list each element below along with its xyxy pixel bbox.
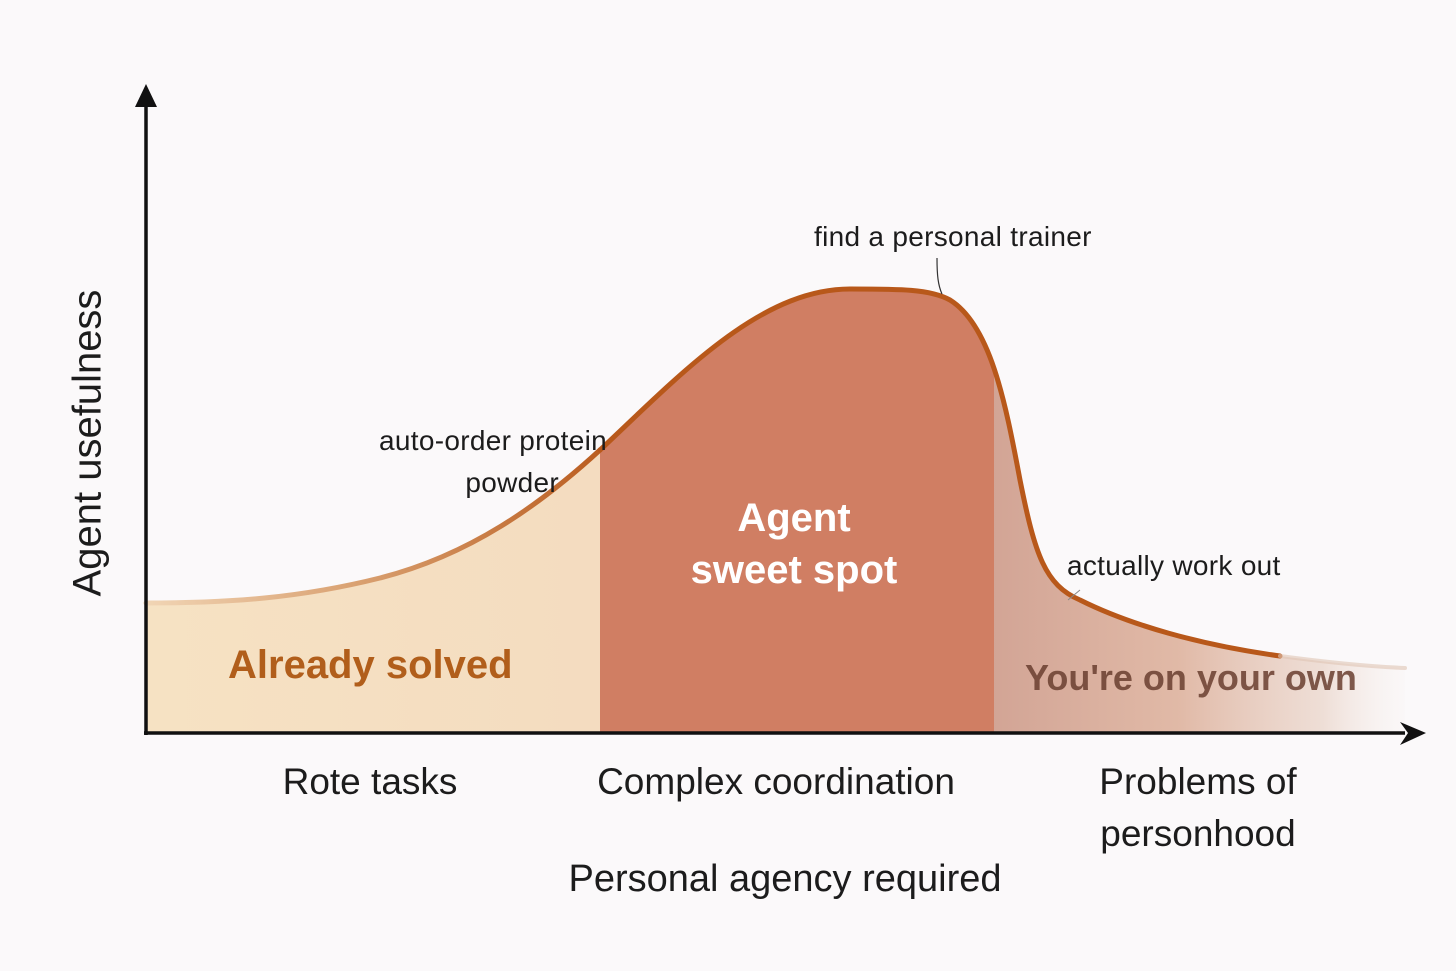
leader-line-trainer [936, 257, 943, 295]
x-tick-problems-of-personhood: Problems of personhood [1099, 756, 1296, 860]
x-axis-title: Personal agency required [568, 858, 1002, 900]
region-label-agent-sweet-spot: Agent sweet spot [691, 492, 898, 596]
usefulness-curve [143, 447, 603, 606]
annotation-protein-powder: auto-order protein powder [334, 420, 607, 504]
region-label-on-your-own: You're on your own [1025, 657, 1357, 698]
region-label-line-2: sweet spot [690, 548, 898, 592]
usefulness-curve-main [597, 286, 1283, 659]
usefulness-curve-tail [1278, 654, 1407, 670]
annotation-personal-trainer: find a personal trainer [814, 221, 1092, 252]
y-axis-title: Agent usefulness [65, 289, 110, 597]
y-axis-arrow-icon [135, 84, 157, 107]
x-tick-label: Complex coordination [597, 761, 955, 802]
annotation-line-1: auto-order protein [379, 425, 607, 456]
annotation-line-2: powder [465, 467, 559, 498]
annotation-work-out: actually work out [1067, 550, 1281, 581]
x-tick-label-line-2: personhood [1100, 813, 1296, 854]
x-tick-complex-coordination: Complex coordination [597, 756, 955, 808]
leader-line-workout [1067, 589, 1081, 601]
region-label-already-solved: Already solved [228, 643, 513, 687]
x-axis-arrow-icon [1400, 722, 1426, 745]
x-tick-rote-tasks: Rote tasks [283, 756, 458, 808]
x-tick-label-line-1: Problems of [1099, 761, 1297, 802]
x-tick-label: Rote tasks [282, 761, 458, 802]
region-label-line-1: Agent [737, 496, 851, 540]
